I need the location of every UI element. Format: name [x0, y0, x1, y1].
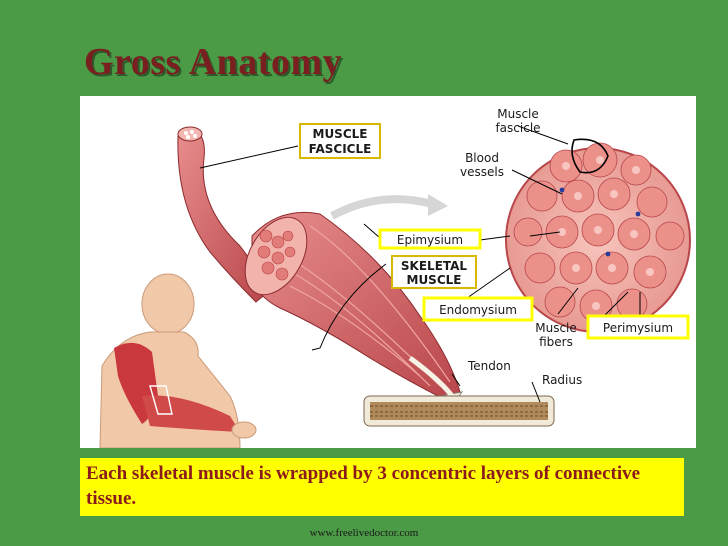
endomysium-label: Endomysium [422, 296, 534, 322]
caption-text: Each skeletal muscle is wrapped by 3 con… [80, 458, 684, 516]
epimysium-text: Epimysium [397, 233, 463, 247]
muscle-fibers-label-line2: fibers [539, 335, 573, 349]
muscle-fascicle-label-line2: fascicle [495, 121, 540, 135]
muscle-anatomy-figure: MUSCLE FASCICLE Muscle fascicle Blood ve… [80, 96, 696, 448]
muscle-fascicle-label-line1: Muscle [497, 107, 539, 121]
skeletal-muscle-box-label: SKELETAL MUSCLE [391, 255, 477, 289]
muscle-cross-section [505, 138, 691, 333]
blood-vessels-label-line1: Blood [465, 151, 499, 165]
skeletal-muscle-box-line1: SKELETAL [401, 259, 468, 273]
epimysium-label: Epimysium [378, 228, 482, 250]
fascicle-strand [177, 126, 269, 303]
human-figure [99, 273, 257, 448]
direction-arrow [330, 195, 434, 220]
perimysium-text: Perimysium [603, 321, 673, 335]
muscle-fascicle-box-label: MUSCLE FASCICLE [299, 123, 381, 159]
tendon-label: Tendon [467, 359, 511, 373]
blood-vessels-label-line2: vessels [460, 165, 504, 179]
perimysium-label: Perimysium [586, 314, 690, 340]
footer-url: www.freelivedoctor.com [309, 527, 419, 539]
radius-label: Radius [542, 373, 582, 387]
slide-title: Gross Anatomy [84, 41, 343, 83]
tendon-shape [408, 355, 454, 398]
muscle-fibers-label-line1: Muscle [535, 321, 577, 335]
muscle-fascicle-box-line1: MUSCLE [313, 127, 368, 141]
radius-bone [363, 395, 555, 427]
skeletal-muscle-bundle [244, 211, 464, 401]
muscle-anatomy-illustration: MUSCLE FASCICLE Muscle fascicle Blood ve… [99, 107, 691, 448]
skeletal-muscle-box-line2: MUSCLE [407, 273, 462, 287]
endomysium-text: Endomysium [439, 303, 517, 317]
muscle-fascicle-box-line2: FASCICLE [309, 142, 372, 156]
